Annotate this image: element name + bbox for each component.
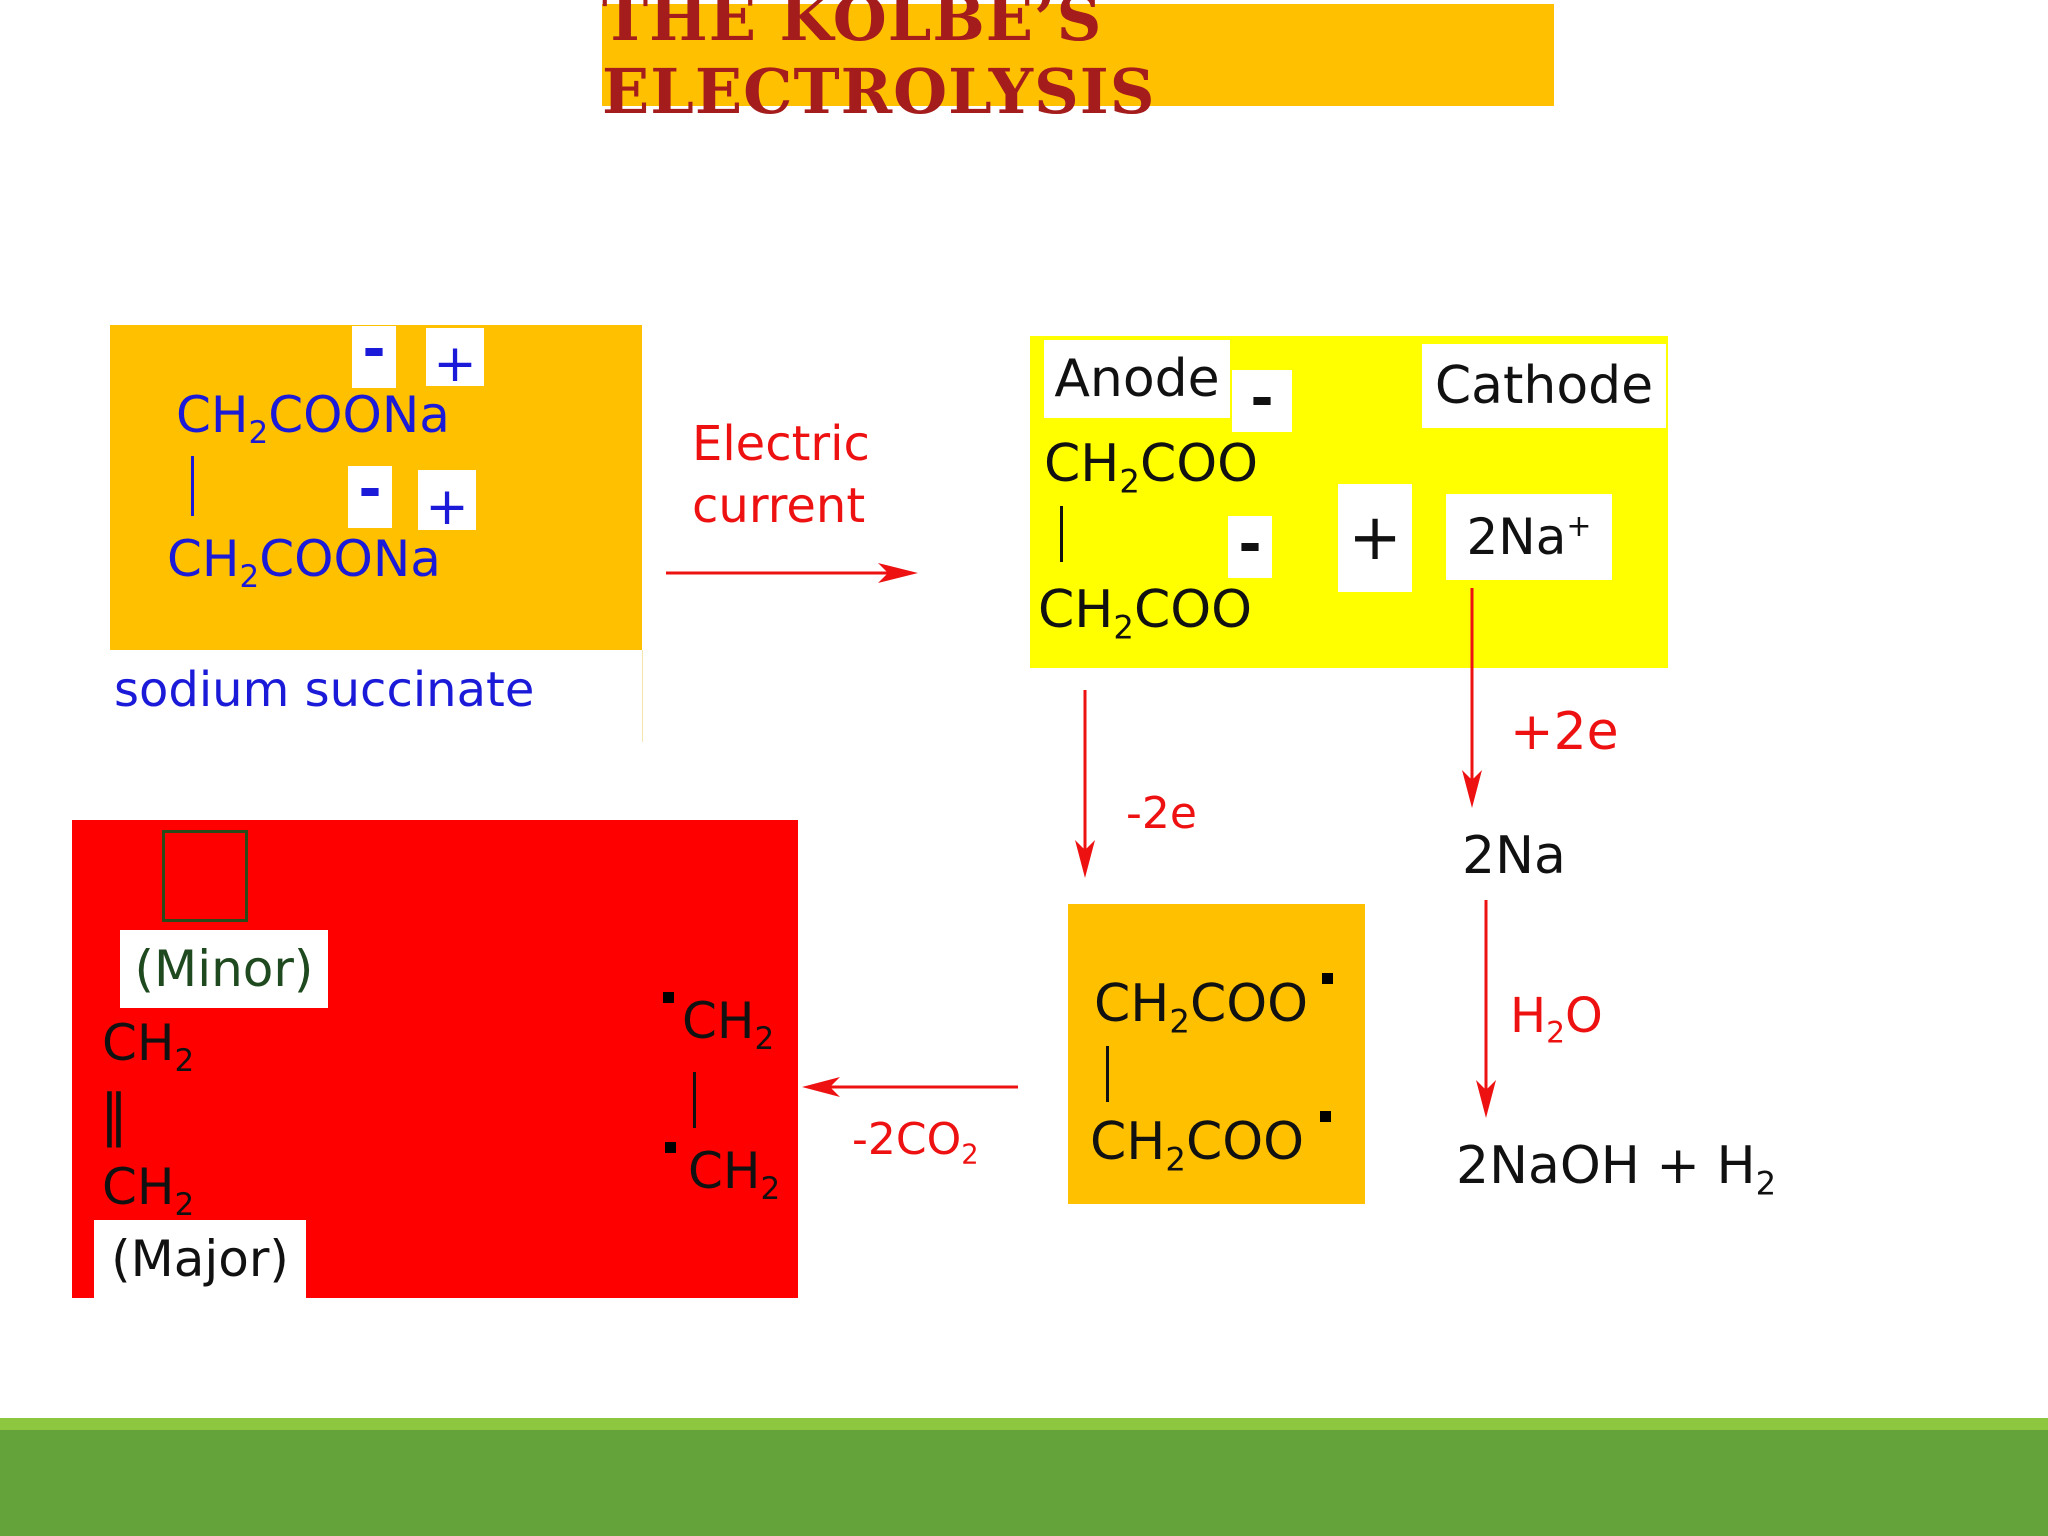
ethene-bottom: CH2 xyxy=(102,1158,195,1223)
diradical-dot xyxy=(665,1142,676,1153)
footer-bar xyxy=(0,1430,2048,1536)
major-label-box: (Major) xyxy=(94,1220,306,1298)
reactant-name: sodium succinate xyxy=(114,662,535,718)
radical-dot xyxy=(1320,1111,1331,1122)
minus-sign: - xyxy=(358,457,382,522)
sodium-ion: 2Na+ xyxy=(1466,508,1592,566)
cathode-label-box: Cathode xyxy=(1422,344,1666,428)
plus-sign: + xyxy=(1348,501,1402,575)
cathode-product: 2NaOH + H2 xyxy=(1456,1136,1777,1203)
minor-label-box: (Minor) xyxy=(120,930,328,1008)
title-banner: THE KOLBE’S ELECTROLYSIS xyxy=(602,0,1554,128)
anode-label-box: Anode xyxy=(1044,340,1230,418)
electric-current-label-line1: Electric xyxy=(692,416,870,472)
diradical-top: CH2 xyxy=(682,992,775,1057)
electric-current-arrowhead xyxy=(878,563,918,583)
radical-bond xyxy=(1106,1046,1109,1102)
minor-label: (Minor) xyxy=(134,940,314,998)
anode-ion-bottom: CH2COO xyxy=(1038,580,1253,647)
ethene-double-bond: ‖ xyxy=(100,1083,128,1148)
minus-sign: - xyxy=(1250,365,1274,431)
reactant-formula-bottom: CH2COONa xyxy=(167,530,441,595)
anode-minus-box-2: - xyxy=(1228,512,1272,578)
diradical-bottom: CH2 xyxy=(688,1142,781,1207)
anode-step-label: -2e xyxy=(1126,788,1197,839)
minus-sign: - xyxy=(362,317,386,382)
footer-stripe xyxy=(0,1418,2048,1430)
radical-block xyxy=(1068,904,1365,1204)
radical-dot xyxy=(1322,973,1333,984)
major-label: (Major) xyxy=(111,1230,289,1288)
empty-square xyxy=(162,830,248,922)
reactant-bond xyxy=(191,456,194,516)
reactant-plus-box-1: + xyxy=(426,328,484,390)
plus-sign: + xyxy=(433,334,477,394)
ethene-top: CH2 xyxy=(102,1014,195,1079)
diradical-bond xyxy=(693,1072,696,1128)
radical-bottom: CH2COO xyxy=(1090,1112,1305,1179)
anode-minus-box-1: - xyxy=(1232,366,1292,432)
sodium-metal: 2Na xyxy=(1462,826,1566,886)
electric-current-label-line2: current xyxy=(692,478,866,534)
decarboxylation-arrowhead xyxy=(802,1077,840,1097)
minus-sign: - xyxy=(1238,511,1262,577)
anode-ion-top: CH2COO xyxy=(1044,434,1259,501)
decarboxylation-label: -2CO2 xyxy=(852,1114,979,1171)
page-title: THE KOLBE’S ELECTROLYSIS xyxy=(602,0,1156,128)
water-label: H2O xyxy=(1510,988,1603,1051)
plus-box: + xyxy=(1338,484,1412,592)
sodium-down-arrowhead xyxy=(1476,1080,1496,1118)
diradical-dot xyxy=(663,992,674,1003)
reactant-minus-box-1: - xyxy=(352,322,396,388)
cathode-label: Cathode xyxy=(1434,356,1654,416)
reactant-formula-top: CH2COONa xyxy=(176,386,450,451)
sodium-ion-box: 2Na+ xyxy=(1446,494,1612,580)
anode-ion-bond xyxy=(1060,506,1063,562)
cathode-step-label: +2e xyxy=(1510,702,1619,762)
reactant-name-bg xyxy=(110,650,643,742)
anode-label: Anode xyxy=(1054,349,1220,409)
reactant-plus-box-2: + xyxy=(418,470,476,537)
plus-sign: + xyxy=(425,477,469,537)
anode-down-arrowhead xyxy=(1075,840,1095,878)
radical-top: CH2COO xyxy=(1094,974,1309,1041)
reactant-minus-box-2: - xyxy=(348,462,392,528)
cathode-down-arrowhead xyxy=(1462,770,1482,808)
products-block xyxy=(72,820,798,1298)
